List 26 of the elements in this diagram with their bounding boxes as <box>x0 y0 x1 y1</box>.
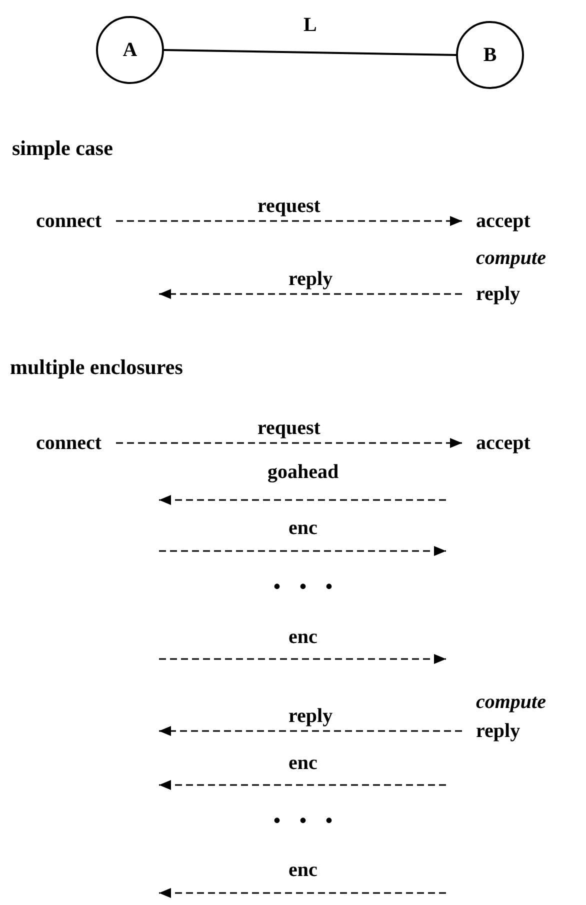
node-circle: B <box>456 21 524 89</box>
node-text: connect <box>22 431 116 455</box>
edge-label: reply <box>286 268 335 290</box>
message-label: enc <box>288 625 318 649</box>
ellipsis-mark: • • • <box>274 809 333 833</box>
node-text: reply <box>462 719 534 743</box>
dashed-arrow <box>159 289 462 299</box>
message-label: enc <box>288 516 318 540</box>
note-text: compute <box>476 246 546 270</box>
node-circle: A <box>96 16 164 84</box>
note-text: compute <box>476 690 546 714</box>
connector-line <box>164 49 456 56</box>
message-label: enc <box>288 858 318 882</box>
section-heading: simple case <box>12 136 113 160</box>
dashed-arrow <box>159 726 462 736</box>
node-text: accept <box>462 209 544 233</box>
node-text: connect <box>22 209 116 233</box>
message-label: enc <box>288 751 318 775</box>
ellipsis-mark: • • • <box>274 575 333 599</box>
dashed-arrow <box>116 438 462 448</box>
edge-label: reply <box>286 705 335 727</box>
node-text: reply <box>462 282 534 306</box>
message-label: goahead <box>268 460 339 484</box>
section-heading: multiple enclosures <box>10 355 183 379</box>
node-text: accept <box>462 431 544 455</box>
dashed-arrow <box>116 216 462 226</box>
